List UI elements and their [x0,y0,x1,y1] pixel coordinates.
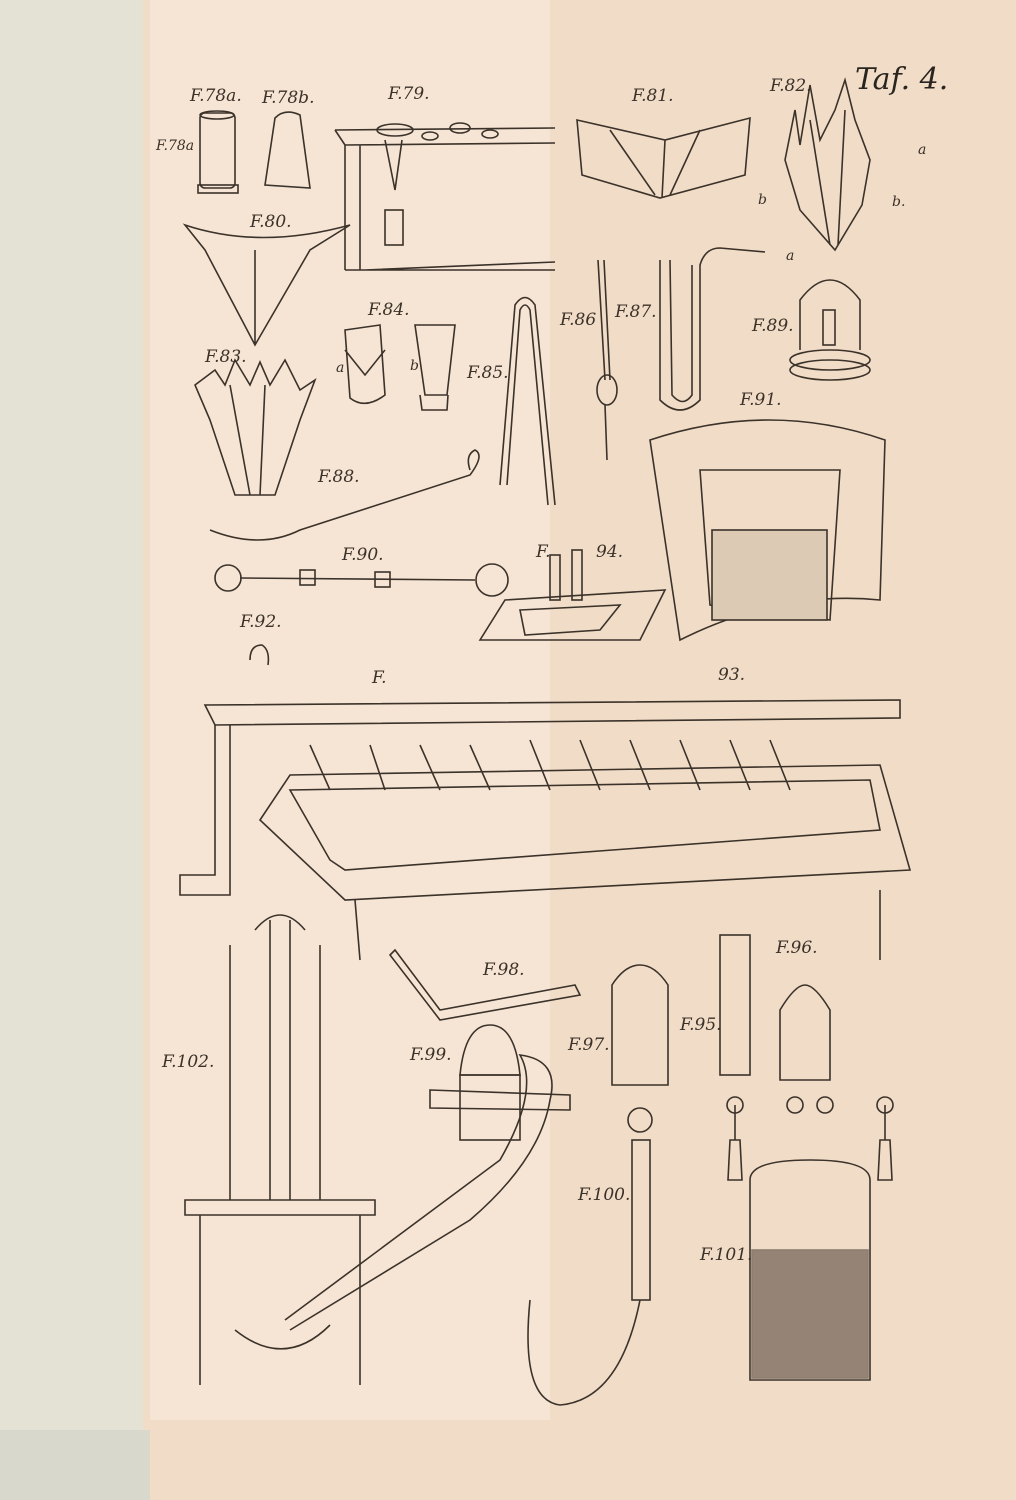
figure-91-sand-bath [649,419,886,642]
label-f87: F.87. [615,302,657,322]
label-f87-a: a [786,248,795,264]
label-f99: F.99. [410,1045,452,1065]
label-f81: F.81. [632,86,674,106]
figure-79-filter-stand [334,122,556,271]
figure-98-tube [388,948,582,1021]
label-f94-f: F. [536,542,551,562]
label-f80: F.80. [250,212,292,232]
figure-102-curved-retort [284,1054,553,1331]
overlay-sheet [150,0,550,1420]
figure-89-bell-jar [789,279,871,381]
label-f93-number: 93. [718,665,746,685]
figure-86-pipette [596,259,618,461]
label-f78a: F.78a. [190,86,242,106]
figure-99-stand [429,1024,571,1141]
figure-101-gasometer [726,1096,894,1381]
figure-84-funnels [344,324,456,411]
figure-82-pleated-filter [784,77,871,252]
label-f98: F.98. [483,960,525,980]
figure-94-water-bath [478,549,667,641]
figure-80-paper-filter [182,223,351,347]
label-f90: F.90. [342,545,384,565]
label-f92: F.92. [240,612,282,632]
figure-97-gas-jar [611,964,669,1086]
figure-92-hook [249,644,270,666]
label-f82: F.82. [770,76,812,96]
figure-96-bottle [779,984,831,1081]
label-f82-b2: b. [892,194,906,210]
label-f85: F.85. [467,363,509,383]
label-f83: F.83. [205,347,247,367]
label-f82-b: b [758,192,767,208]
label-f94-number: 94. [596,542,624,562]
figure-93-gas-trough [179,699,912,961]
label-f84: F.84. [368,300,410,320]
label-f95: F.95. [680,1015,722,1035]
label-f78b: F.78b. [262,88,315,108]
label-f89: F.89. [752,316,794,336]
label-f82-a: a [918,142,927,158]
figure-83-fluted-filter [194,358,317,496]
plate-title: Taf. 4. [855,62,949,97]
figure-100-pump [527,1107,653,1406]
label-f93-f: F. [372,668,387,688]
label-f102: F.102. [162,1052,215,1072]
label-f101: F.101. [700,1245,753,1265]
figure-88-spatula [209,449,480,541]
figure-87-u-tube [659,247,766,411]
label-f84-a: a [336,360,345,376]
label-f86: F.86 [560,310,597,330]
label-f78a-side: F.78a [156,138,195,154]
trough-plates [309,739,791,791]
label-f96: F.96. [776,938,818,958]
label-f79: F.79. [388,84,430,104]
figure-81-folded-filter [576,116,751,199]
figure-102-apparatus [184,914,376,1385]
label-f88: F.88. [318,467,360,487]
page-shadow [0,1430,150,1500]
figure-90-tongs [214,563,509,597]
label-f100: F.100. [578,1185,631,1205]
label-f84-b: b [410,358,419,374]
label-f91: F.91. [740,390,782,410]
figure-85-bent-tube [499,296,556,506]
figure-95-cylinder [719,934,751,1076]
figure-78a-beaker [197,110,239,194]
figure-78b-beaker [264,111,311,189]
label-f97: F.97. [568,1035,610,1055]
